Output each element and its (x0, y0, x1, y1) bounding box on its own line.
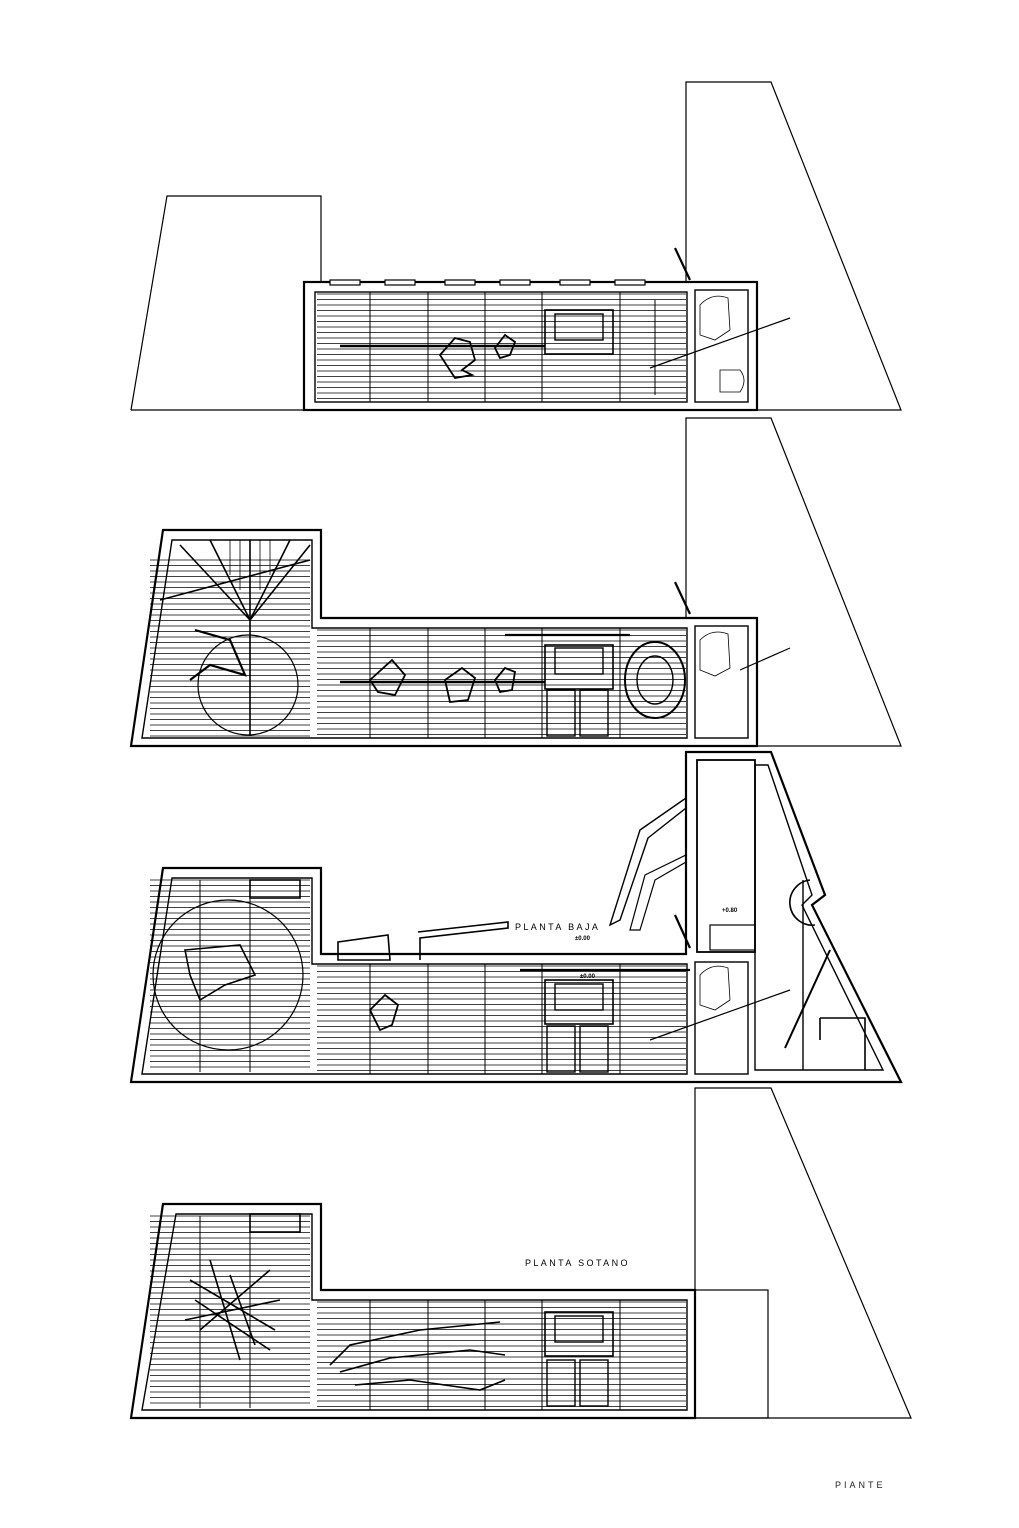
stair-core (694, 289, 749, 403)
diagonal-beam (784, 949, 831, 1049)
platform-steps (709, 924, 756, 951)
structural-lines (199, 880, 690, 1074)
room-cell (546, 689, 576, 737)
ramp-outline (608, 796, 687, 927)
room-cell (579, 1025, 609, 1073)
stair-top (249, 879, 301, 899)
room-cell (579, 1359, 609, 1407)
plan-upper (130, 81, 902, 412)
sculpture-object (368, 658, 517, 703)
structural-lines (340, 292, 656, 402)
stair-flight (674, 581, 791, 677)
elevator-inner (554, 313, 604, 341)
window-openings (329, 279, 646, 286)
ramp-outline (629, 854, 687, 931)
elevator-shaft (544, 309, 614, 355)
building-inner-wall (141, 1213, 688, 1411)
building-wall (129, 528, 759, 748)
sculpture-orbit (197, 634, 299, 736)
floor-joists (317, 1301, 686, 1407)
sculpture-lines (329, 1321, 506, 1391)
roof-truss (159, 539, 311, 736)
sculpture-orbit (152, 899, 304, 1051)
floor-joists-wing (150, 559, 310, 737)
elevator-inner (554, 983, 604, 1011)
stair-core (694, 961, 749, 1075)
level-marker: ±0.00 (575, 936, 591, 942)
building-wall (129, 750, 903, 1084)
stair-flight (649, 247, 791, 393)
level-marker: +0.80 (722, 908, 738, 914)
floor-joists (317, 629, 686, 735)
elevator-inner (554, 1315, 604, 1343)
stair-flight (649, 914, 791, 1041)
triangle-room (754, 764, 885, 1071)
building-inner-wall (141, 877, 688, 1075)
sculpture-ring (624, 641, 686, 719)
curved-stair (789, 879, 816, 926)
plan-basement (129, 1087, 912, 1420)
room-cell (546, 1025, 576, 1073)
elevator-shaft (544, 979, 614, 1025)
plan-label-ground: PLANTA BAJA (515, 922, 600, 932)
building-inner-wall (141, 539, 688, 739)
sculpture-object (368, 993, 400, 1032)
room-cell (546, 1359, 576, 1407)
floor-joists-wing (150, 1215, 310, 1404)
stair-top (249, 1213, 301, 1233)
neighbour-outline-right (694, 1087, 912, 1419)
parapet (417, 921, 509, 960)
sculpture-object (184, 944, 257, 1002)
sculpture-ring (636, 655, 674, 705)
level-marker: ±0.00 (580, 974, 596, 980)
stair-core (694, 625, 749, 739)
raised-platform (696, 759, 756, 953)
sculpture-object (438, 333, 517, 379)
sculpture-lines (184, 1259, 281, 1361)
floor-joists-wing (150, 879, 310, 1068)
parapet (337, 934, 391, 961)
neighbour-outline-left (130, 195, 322, 411)
floor-joists (317, 293, 686, 399)
service-room (819, 1017, 866, 1070)
building-wall (129, 1202, 697, 1420)
elevator-shaft (544, 1311, 614, 1357)
structural-lines (340, 628, 630, 738)
building-inner-wall (314, 291, 688, 403)
floor-joists (317, 965, 686, 1071)
plan-label-basement: PLANTA SOTANO (525, 1258, 630, 1268)
neighbour-outline-right (131, 81, 902, 411)
elevator-inner (554, 647, 604, 675)
plan-ground (129, 750, 903, 1084)
sculpture-object (189, 628, 247, 681)
neighbour-room (694, 1289, 769, 1419)
sheet-stamp: PIANTE (835, 1480, 886, 1490)
room-cell (579, 689, 609, 737)
elevator-shaft (544, 644, 614, 690)
roof-truss-verticals (229, 540, 271, 590)
plan-first (129, 417, 902, 748)
